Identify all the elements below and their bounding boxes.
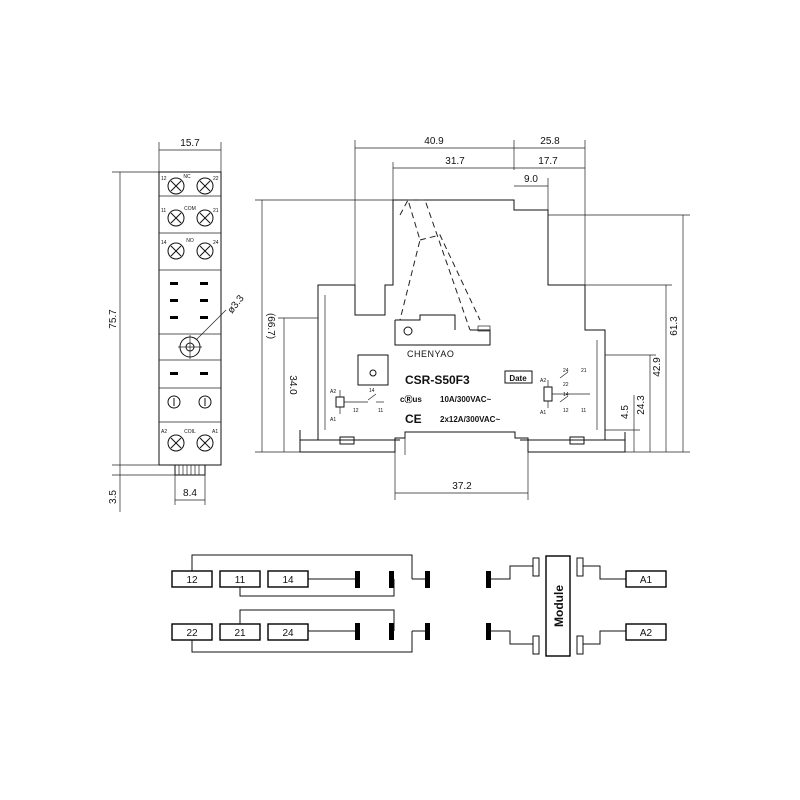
dim-clip: 8.4: [183, 488, 197, 499]
svg-text:12: 12: [161, 176, 167, 182]
dim-24-3: 24.3: [636, 395, 647, 415]
schematic-left: A2 A1 14 12 11: [330, 388, 384, 423]
dim-width: 15.7: [180, 138, 200, 149]
screw-terminal: [167, 242, 185, 260]
svg-text:12: 12: [353, 408, 359, 414]
model-label: CSR-S50F3: [405, 373, 470, 387]
svg-text:21: 21: [213, 208, 219, 214]
contact-pin: [389, 571, 394, 588]
dim-42-9: 42.9: [652, 357, 663, 377]
contact-pin: [389, 623, 394, 640]
latch: [357, 354, 389, 386]
dim-clip-height: 3.5: [108, 490, 119, 504]
dim-34-0: 34.0: [287, 375, 298, 395]
screw-terminal: [196, 209, 214, 227]
contact-pin: [425, 571, 430, 588]
relay-release-arm: [399, 198, 421, 321]
dim-25-8: 25.8: [540, 136, 560, 147]
svg-text:A2: A2: [540, 378, 546, 384]
svg-text:NC: NC: [183, 174, 191, 180]
svg-text:12: 12: [563, 408, 569, 414]
din-clip: [174, 464, 206, 476]
terminal-label: 21: [234, 628, 246, 639]
side-view: 40.9 25.8 31.7 17.7 9.0: [255, 136, 690, 500]
svg-text:A1: A1: [212, 429, 218, 435]
terminal-label: 14: [282, 575, 294, 586]
terminal-label: 12: [186, 575, 198, 586]
svg-text:14: 14: [161, 240, 167, 246]
module-label: Module: [552, 585, 566, 627]
wiring-diagram: 12 11 14 22 21 24: [171, 554, 667, 657]
screw-terminal: [167, 209, 185, 227]
svg-text:A1: A1: [540, 410, 546, 416]
svg-text:24: 24: [563, 368, 569, 374]
terminal-label: 22: [186, 628, 198, 639]
svg-text:11: 11: [378, 408, 383, 414]
dim-hole: ø3.3: [226, 293, 247, 316]
module-box: [545, 555, 571, 657]
rating-1: 10A/300VAC~: [440, 395, 492, 404]
dim-31-7: 31.7: [445, 156, 465, 167]
screw-terminal: [196, 434, 214, 452]
dim-4-5: 4.5: [620, 405, 631, 419]
svg-text:21: 21: [581, 368, 587, 374]
svg-text:14: 14: [369, 388, 375, 394]
svg-text:NO: NO: [186, 238, 194, 244]
screw-terminal: [196, 242, 214, 260]
dim-9-0: 9.0: [524, 174, 538, 185]
contact-pin: [486, 623, 491, 640]
dim-66-7: (66.7): [265, 313, 276, 339]
svg-text:22: 22: [563, 382, 569, 388]
contact-pin: [425, 623, 430, 640]
front-view: 15.7 75.7 12 NC 22 11 COM 21: [108, 138, 247, 512]
screw-terminal: [167, 434, 185, 452]
ce-mark: CE: [405, 412, 422, 426]
contact-pin: [486, 571, 491, 588]
coil-terminal-label: A1: [640, 575, 653, 586]
svg-text:22: 22: [213, 176, 219, 182]
dim-height: 75.7: [108, 309, 119, 329]
socket-body-side: [317, 199, 606, 440]
svg-text:14: 14: [563, 392, 569, 398]
brand-label: CHENYAO: [407, 349, 454, 359]
screw-terminal: [196, 177, 214, 195]
coil-terminal-box: [625, 570, 667, 588]
svg-text:COM: COM: [184, 206, 196, 212]
terminal-label: 11: [235, 575, 246, 586]
coil-terminal-label: A2: [640, 628, 653, 639]
terminal-label: 24: [282, 628, 294, 639]
schematic-right: A2 A1 24 21 22 14 11 12: [540, 368, 590, 416]
contact-pin: [355, 571, 360, 588]
dim-61-3: 61.3: [669, 316, 680, 336]
svg-text:A2: A2: [330, 389, 336, 395]
rating-2: 2x12A/300VAC~: [440, 415, 500, 424]
svg-text:24: 24: [213, 240, 219, 246]
ul-mark: cⓇus: [400, 394, 422, 404]
svg-text:A2: A2: [161, 429, 167, 435]
pin-slots: [170, 282, 208, 375]
svg-text:COIL: COIL: [184, 429, 196, 435]
svg-text:11: 11: [581, 408, 586, 414]
coil-terminal-box: [625, 623, 667, 641]
terminal-box: [267, 623, 309, 641]
svg-text:A1: A1: [330, 417, 336, 423]
date-label: Date: [509, 374, 527, 383]
dim-17-7: 17.7: [538, 156, 558, 167]
contact-pin: [355, 623, 360, 640]
svg-text:11: 11: [161, 208, 166, 214]
dim-37-2: 37.2: [452, 481, 472, 492]
dim-40-9: 40.9: [424, 136, 444, 147]
screw-terminal: [167, 177, 185, 195]
